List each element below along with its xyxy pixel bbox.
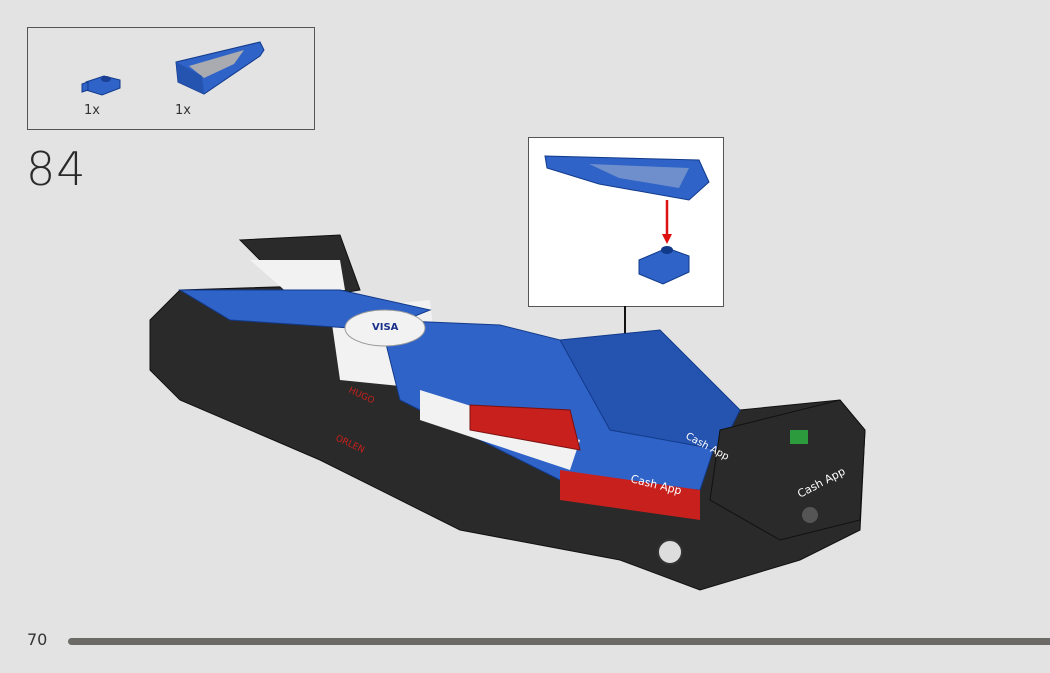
step-number: 84 (26, 142, 87, 196)
decal-visa: VISA (372, 322, 399, 333)
callout-assembly-illustration (544, 155, 710, 285)
race-car-model-illustration: Cash App Cash App Cash App HUGO VISA ORL… (149, 234, 866, 591)
parts-list-box: 1x 1x (27, 27, 315, 130)
printed-wedge-part (175, 41, 265, 95)
part-quantity: 1x (84, 103, 100, 118)
page-number: 70 (27, 630, 48, 649)
part-quantity: 1x (175, 103, 191, 118)
sub-assembly-callout (528, 137, 724, 307)
plate-with-clip-part (81, 75, 121, 96)
instruction-progress-bar (68, 638, 1050, 645)
